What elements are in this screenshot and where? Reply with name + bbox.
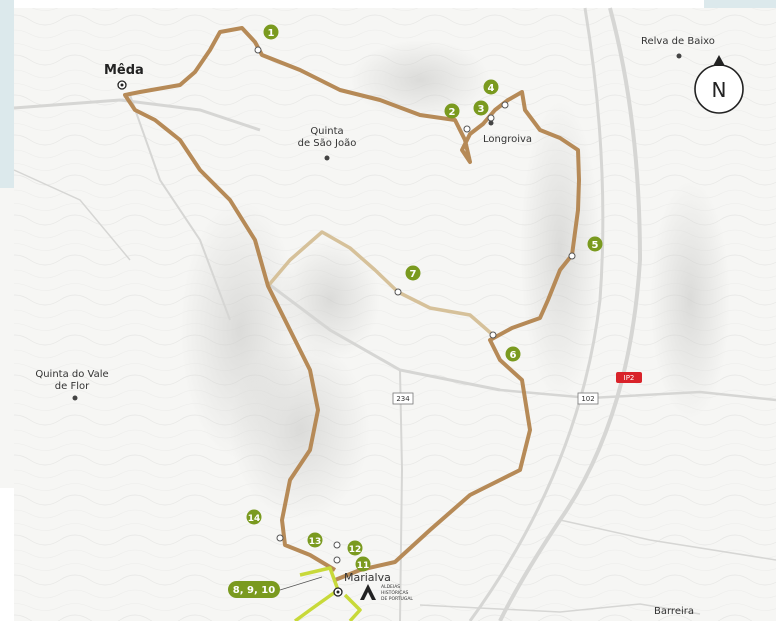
waypoint-marker-3[interactable]: 3 (473, 100, 489, 116)
waypoint-marker-1[interactable]: 1 (263, 24, 279, 40)
start-waypoints-label[interactable]: 8, 9, 10 (228, 576, 323, 598)
svg-text:102: 102 (581, 395, 594, 403)
svg-text:6: 6 (510, 350, 517, 361)
waypoint-marker-12[interactable]: 12 (347, 540, 363, 556)
svg-text:4: 4 (488, 83, 495, 94)
waypoint-marker-6[interactable]: 6 (505, 346, 521, 362)
svg-text:1: 1 (268, 28, 275, 39)
town-dots (72, 53, 682, 597)
road-network (13, 7, 776, 621)
road-label-234: 234 (392, 392, 414, 405)
svg-text:11: 11 (357, 561, 370, 571)
svg-text:DE PORTUGAL: DE PORTUGAL (381, 596, 413, 602)
alternative-route (266, 230, 495, 337)
historic-villages-logo: ALDEIAS HISTÓRICAS DE PORTUGAL (360, 584, 413, 602)
svg-text:13: 13 (309, 537, 322, 547)
svg-text:3: 3 (478, 104, 485, 115)
waypoint-marker-5[interactable]: 5 (587, 236, 603, 252)
svg-text:7: 7 (410, 269, 417, 280)
place-label-quinta-vale-flor-line1: Quinta do Vale (35, 369, 108, 380)
waypoint-marker-2[interactable]: 2 (444, 103, 460, 119)
road-badge-ip2: IP2 (616, 372, 642, 383)
side-panel-left (0, 0, 14, 188)
svg-text:N: N (712, 78, 727, 102)
svg-text:5: 5 (592, 240, 599, 251)
place-label-quinta-sao-joao-line2: de São João (298, 138, 357, 149)
svg-text:234: 234 (396, 395, 410, 403)
svg-text:HISTÓRICAS: HISTÓRICAS (381, 589, 409, 596)
waypoint-marker-14[interactable]: 14 (246, 509, 262, 525)
north-arrow-icon (713, 55, 725, 66)
place-label-meda: Mêda (104, 63, 144, 78)
place-label-quinta-sao-joao-line1: Quinta (310, 126, 343, 137)
waypoint-marker-4[interactable]: 4 (483, 79, 499, 95)
svg-text:ALDEIAS: ALDEIAS (381, 584, 400, 590)
svg-text:2: 2 (449, 107, 456, 118)
place-label-quinta-vale-flor-line2: de Flor (55, 381, 90, 392)
compass-rose: N (694, 55, 744, 114)
svg-text:8, 9, 10: 8, 9, 10 (233, 585, 275, 596)
road-label-102: 102 (577, 392, 599, 405)
svg-text:12: 12 (349, 545, 362, 555)
waypoint-marker-11[interactable]: 11 (355, 556, 371, 572)
main-route (123, 26, 581, 582)
svg-text:IP2: IP2 (624, 374, 635, 382)
place-label-longroiva: Longroiva (483, 134, 532, 145)
svg-text:14: 14 (248, 514, 261, 524)
place-label-marialva: Marialva (344, 571, 391, 584)
place-label-relva-de-baixo: Relva de Baixo (641, 36, 715, 47)
waypoint-marker-7[interactable]: 7 (405, 265, 421, 281)
side-panel-top (704, 0, 776, 8)
place-label-barreira: Barreira (654, 606, 694, 617)
waypoint-marker-13[interactable]: 13 (307, 532, 323, 548)
